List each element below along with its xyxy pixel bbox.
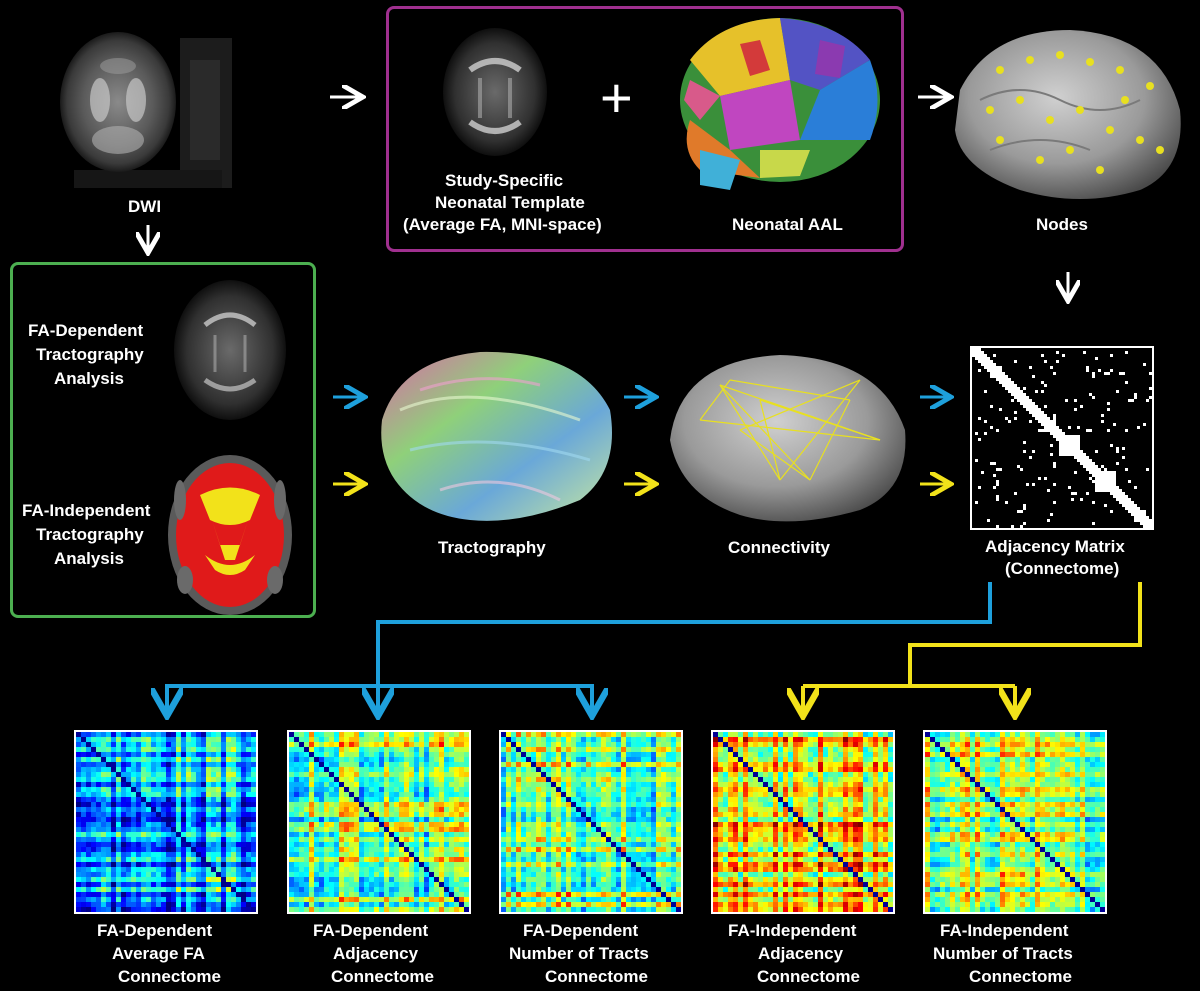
connectome-matrix-fa-dependent-average-fa xyxy=(74,730,258,914)
template-label-line3: (Average FA, MNI-space) xyxy=(403,215,602,234)
adjacency-label-line1: Adjacency Matrix xyxy=(985,537,1125,556)
blue-branch-line xyxy=(376,582,992,655)
adjacency-matrix-cells xyxy=(972,348,1152,528)
template-group-box xyxy=(386,6,904,252)
adjacency-matrix xyxy=(970,346,1154,530)
tractography-label: Tractography xyxy=(438,538,546,557)
connectome-matrix-fa-independent-number-of-tracts xyxy=(923,730,1107,914)
analysis-group-box xyxy=(10,262,316,618)
nodes-label: Nodes xyxy=(1036,215,1088,234)
connectome-matrix-fa-dependent-number-of-tracts xyxy=(499,730,683,914)
template-label-line2: Neonatal Template xyxy=(435,193,585,212)
plus-sign: + xyxy=(600,66,633,129)
connectivity-label: Connectivity xyxy=(728,538,831,557)
yellow-branch-line xyxy=(908,582,1142,686)
connectome-matrix-fa-independent-adjacency xyxy=(711,730,895,914)
dwi-label: DWI xyxy=(128,197,162,216)
aal-label: Neonatal AAL xyxy=(732,215,843,234)
adjacency-label-line2: (Connectome) xyxy=(1005,559,1120,578)
template-label-line1: Study-Specific xyxy=(445,171,564,190)
connectome-matrix-fa-dependent-adjacency xyxy=(287,730,471,914)
